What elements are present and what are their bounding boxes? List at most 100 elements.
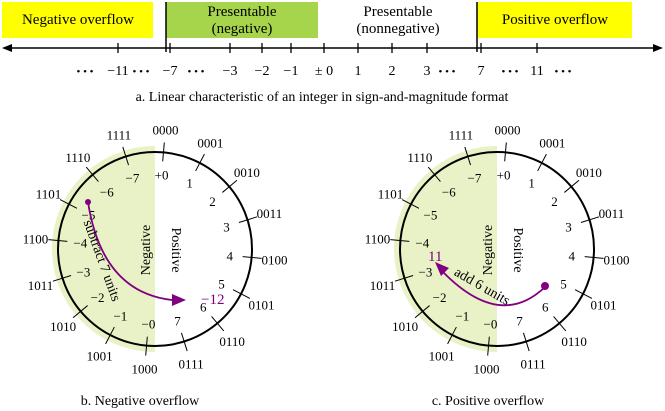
wheel-value-label: −1	[455, 309, 469, 324]
wheel-tick	[564, 179, 580, 193]
wheel-code-label: 0111	[179, 356, 204, 371]
wheel-tick	[464, 146, 472, 166]
axis-tick-label: 3	[424, 64, 431, 79]
wheel-tick	[447, 326, 457, 345]
wheel-right-positive-text: Positive	[510, 227, 525, 272]
wheel-tick	[105, 326, 115, 345]
wheel-code-label: 0100	[604, 252, 630, 267]
dots-6: • • •	[554, 66, 571, 78]
wheel-value-label: 5	[218, 277, 225, 292]
positive-overflow-region	[477, 2, 632, 38]
wheel-tick	[48, 239, 68, 242]
wheel-right-negative-half	[394, 146, 497, 352]
wheel-tick	[487, 336, 490, 356]
wheel-code-label: 1010	[50, 319, 76, 334]
wheel-tick	[504, 142, 507, 162]
axis-tick-label: −1	[284, 64, 299, 79]
axis-tick-label: −2	[255, 64, 270, 79]
wheel-value-label: −3	[419, 265, 433, 280]
wheel-tick	[394, 274, 414, 282]
dots-5: • • •	[501, 66, 518, 78]
subtract-arrow-start	[85, 199, 91, 205]
wheel-left-labels: 0000+00001100102001130100401015011060111…	[23, 122, 288, 376]
positive-overflow-result: 11	[428, 249, 442, 265]
wheel-code-label: 1000	[474, 362, 500, 377]
wheel-code-label: 1001	[429, 348, 455, 363]
wheel-tick	[414, 305, 430, 319]
axis-tick-label: −11	[107, 64, 128, 79]
wheel-tick	[162, 142, 165, 162]
wheel-code-label: 0011	[257, 206, 283, 221]
wheel-code-label: 0001	[539, 136, 565, 151]
wheel-code-label: 1110	[65, 150, 90, 165]
axis-arrow-left	[2, 44, 12, 52]
wheel-code-label: 0000	[152, 122, 178, 137]
wheel-value-label: −2	[433, 290, 447, 305]
wheel-code-label: 0010	[234, 165, 260, 180]
wheel-tick	[232, 289, 251, 299]
negative-overflow-label: Negative overflow	[22, 12, 134, 28]
wheel-value-label: 4	[568, 249, 575, 264]
wheel-value-label: −4	[415, 235, 429, 250]
wheel-tick	[390, 239, 410, 242]
axis-arrow-right	[653, 44, 663, 52]
wheel-value-label: −4	[73, 235, 87, 250]
wheel-tick	[537, 153, 547, 172]
wheel-value-label: 7	[174, 314, 181, 329]
presentable-negative-label-2: (negative)	[212, 21, 273, 37]
wheel-tick	[522, 332, 530, 352]
wheel-value-label: −2	[91, 290, 105, 305]
wheel-value-label: −1	[113, 309, 127, 324]
wheel-left-negative-half	[52, 146, 155, 352]
add-arrow-start	[541, 282, 549, 290]
wheel-code-label: 1111	[107, 128, 132, 143]
wheel-tick	[145, 336, 148, 356]
wheel-tick	[242, 256, 262, 259]
wheel-value-label: −0	[142, 317, 156, 332]
caption-c: c. Positive overflow	[432, 394, 545, 409]
wheel-tick	[85, 166, 99, 182]
wheel-code-label: 0011	[599, 206, 625, 221]
wheel-tick	[553, 316, 567, 332]
wheel-tick	[427, 166, 441, 182]
wheel-value-label: +0	[497, 167, 511, 182]
wheel-tick	[222, 179, 238, 193]
axis-tick-label: 2	[389, 64, 396, 79]
wheel-tick	[580, 216, 600, 224]
presentable-nonnegative-label-2: (nonnegative)	[356, 21, 439, 37]
wheel-code-label: 0110	[561, 334, 587, 349]
wheel-code-label: 1011	[370, 278, 396, 293]
wheel-left-negative-text: Negative	[139, 225, 154, 276]
dots-2: • • •	[132, 66, 149, 78]
wheel-value-label: −0	[484, 317, 498, 332]
number-line-section: Negative overflow Presentable (negative)…	[2, 2, 663, 105]
axis-tick-label: −3	[223, 64, 238, 79]
wheel-right-labels: 0000+00001100102001130100401015011060111…	[365, 122, 630, 376]
wheel-tick	[584, 256, 604, 259]
wheel-value-label: 5	[560, 277, 567, 292]
subtract-arrow-head	[172, 294, 186, 306]
wheel-code-label: 1000	[132, 362, 158, 377]
wheel-code-label: 1100	[23, 232, 49, 247]
wheel-code-label: 0100	[262, 252, 288, 267]
wheel-value-label: 3	[223, 219, 230, 234]
wheel-code-label: 1011	[28, 278, 54, 293]
axis-tick-label: 1	[355, 64, 362, 79]
wheel-code-label: 1001	[87, 348, 113, 363]
presentable-nonnegative-label-1: Presentable	[363, 4, 432, 20]
wheel-value-label: 3	[565, 219, 572, 234]
wheel-code-label: 1101	[378, 187, 404, 202]
wheel-value-label: 1	[186, 175, 193, 190]
axis-tick-label: 11	[530, 64, 543, 79]
wheel-tick	[59, 199, 78, 209]
wheel-value-label: −6	[100, 185, 114, 200]
wheel-value-label: −5	[424, 207, 438, 222]
wheel-code-label: 0110	[219, 334, 245, 349]
wheel-code-label: 1111	[449, 128, 474, 143]
add-arrow-head	[435, 262, 449, 276]
wheel-tick	[195, 153, 205, 172]
wheel-value-label: −6	[442, 185, 456, 200]
presentable-negative-region	[166, 2, 318, 38]
subtract-arrow-path	[87, 201, 173, 301]
wheel-value-label: 6	[200, 299, 207, 314]
